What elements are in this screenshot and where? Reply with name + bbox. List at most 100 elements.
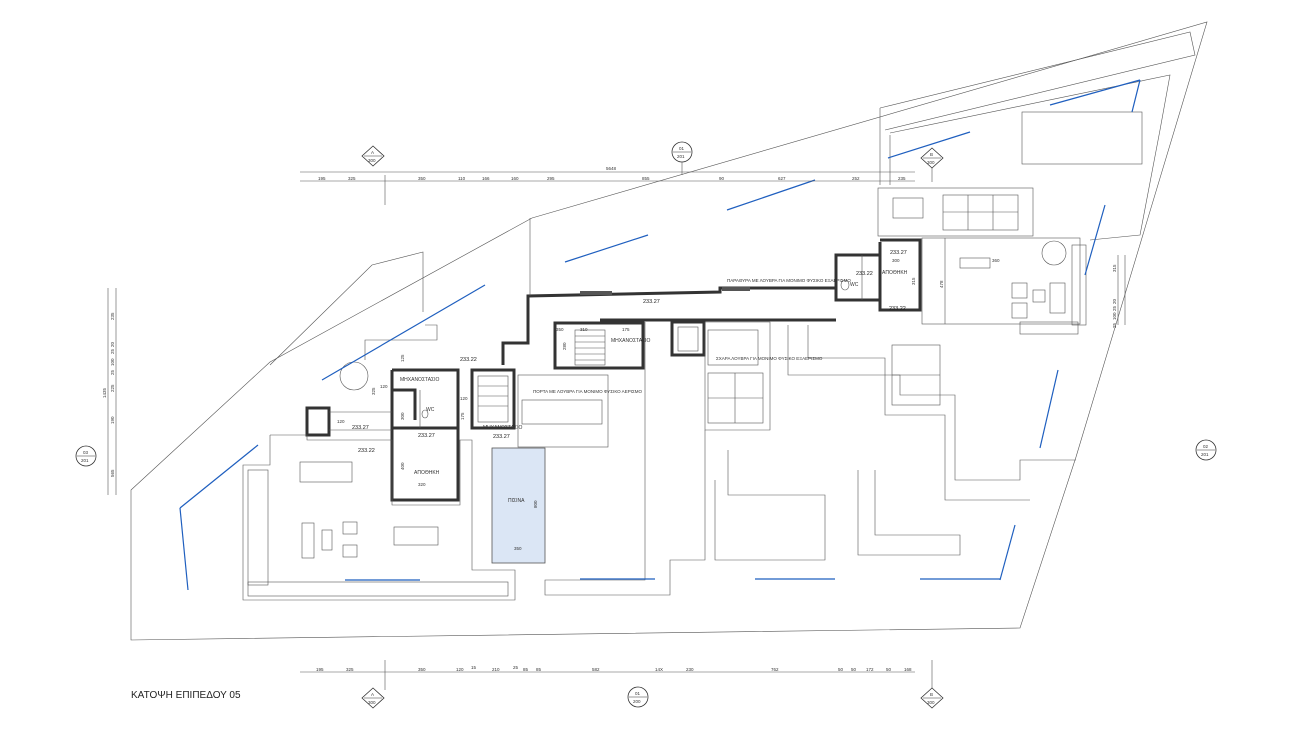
dim-label: 195	[318, 176, 326, 181]
dim-label: 195	[316, 667, 324, 672]
dim-label: 350	[556, 327, 564, 332]
dim-label: 90	[719, 176, 725, 181]
armchair-left	[342, 544, 358, 558]
dim-label: 325	[371, 387, 376, 395]
dim-label: 85	[536, 667, 542, 672]
terrace-block	[877, 187, 1034, 237]
wall-small-room	[305, 406, 331, 437]
room-label: WC	[850, 282, 859, 288]
wall-wc-left	[392, 388, 417, 420]
dim-label: 25	[110, 369, 115, 375]
section-marker-id: 03	[83, 450, 89, 455]
daybed	[892, 197, 924, 219]
section-marker-sheet: 300	[927, 160, 935, 165]
level-label: 233.27	[493, 434, 510, 440]
dim-label: 310	[580, 327, 588, 332]
dim-label: 120	[460, 396, 468, 401]
dim-label: 235	[110, 312, 115, 320]
site-offset-line	[889, 74, 1171, 241]
terrace-step-line	[787, 325, 1076, 481]
section-marker-id: B	[930, 152, 933, 157]
level-label: 233.27	[352, 425, 369, 431]
room-dimension-labels: 120 120 175 120 125 300 310 400 320 350 …	[337, 258, 1000, 551]
dim-label: 100	[110, 358, 115, 366]
lounge-set	[707, 329, 759, 366]
site-offset-line	[879, 31, 1196, 131]
terrace-step-line	[714, 450, 826, 561]
top-dimension-labels: 195 325 350 110 166 160 295 855 90 627 2…	[318, 166, 906, 181]
blue-line	[1131, 79, 1141, 113]
section-marker-id: 01	[679, 146, 685, 151]
blue-line	[726, 179, 816, 211]
dim-label: 15	[471, 665, 477, 670]
dim-label: 120	[380, 384, 388, 389]
dim-label: 25	[110, 348, 115, 354]
note-sxares: ΣΧΑΡΑ ΛΟΥΒΡΑ ΓΙΑ ΜΟΝΙΜΟ ΦΥΣΙΚΟ ΕΞΑΕΡΙΣΜΟ	[716, 356, 823, 361]
dim-label: 280	[562, 342, 567, 350]
dim-label: 800	[533, 500, 538, 508]
dim-label: 230	[686, 667, 694, 672]
blue-line	[1084, 204, 1106, 276]
level-label: 233.22	[856, 271, 873, 277]
note-portes: ΠΟΡΤΑ ΜΕ ΛΟΥΒΡΑ ΓΙΑ ΜΟΝΙΜΟ ΦΥΣΙΚΟ ΑΕΡΙΣΜ…	[533, 389, 642, 394]
dim-label: 762	[771, 667, 779, 672]
dim-label: 315	[911, 277, 916, 285]
dim-label: 300	[400, 412, 405, 420]
dim-label: 20	[110, 341, 115, 347]
level-label: 233.22	[358, 448, 375, 454]
site-boundary	[130, 21, 1208, 641]
terrace-step-line	[544, 322, 706, 596]
dim-label: 166	[482, 176, 490, 181]
section-marker: 02 201	[1195, 439, 1217, 461]
blue-line	[1049, 79, 1141, 106]
dim-label: 50	[838, 667, 844, 672]
section-marker-sheet: 300	[368, 158, 376, 163]
room-label: ΠΙΣΙΝΑ	[508, 498, 525, 504]
dim-label: 50	[886, 667, 892, 672]
level-label: 233.22	[460, 357, 477, 363]
dim-label: 14X	[655, 667, 663, 672]
site-offset-line	[364, 324, 438, 360]
dim-label: 360	[992, 258, 1000, 263]
dim-label: 315	[1112, 264, 1117, 272]
dim-label: 110	[458, 176, 466, 181]
terrace-mid-left	[517, 374, 609, 448]
dim-label: 582	[592, 667, 600, 672]
terrace-step-line	[807, 325, 1030, 501]
dim-label: 478	[939, 280, 944, 288]
dim-label: 252	[852, 176, 860, 181]
dim-label: 235	[898, 176, 906, 181]
swimming-pool	[491, 447, 546, 564]
dim-label: 855	[642, 176, 650, 181]
dining-table-left	[299, 461, 353, 483]
louver-window	[580, 291, 612, 295]
sofa	[1049, 282, 1066, 314]
bottom-dimension-labels: 195 325 350 120 15 210 25 85 85 582 14X …	[316, 665, 912, 672]
terrace-outline-left	[242, 434, 516, 601]
dim-total: 1435	[102, 387, 107, 398]
dim-label: 400	[400, 462, 405, 470]
dim-total: 5648	[606, 166, 617, 171]
dim-label: 295	[547, 176, 555, 181]
blue-line	[999, 524, 1016, 581]
terrace-right	[921, 237, 1081, 325]
armchair	[1011, 302, 1028, 319]
spiral-stair-right	[1041, 240, 1067, 266]
room-label: ΑΠΟΘΗΚΗ	[882, 270, 908, 276]
dim-label: 350	[514, 546, 522, 551]
armchair-left	[342, 521, 358, 535]
section-marker-sheet: 300	[368, 700, 376, 705]
coffee-table	[1032, 289, 1046, 303]
stair-core	[553, 321, 645, 370]
section-marker-id: A	[371, 150, 374, 155]
spiral-stair-left	[339, 361, 369, 391]
dim-label: 25	[1112, 305, 1117, 311]
section-marker-id: A	[371, 692, 374, 697]
dim-label: 100	[1112, 312, 1117, 320]
blue-line	[179, 444, 259, 509]
wc-fixture	[421, 409, 429, 419]
section-marker: A 300	[361, 687, 385, 709]
right-dimension-labels: 315 20 25 100 25	[1112, 264, 1117, 328]
stair-core-left	[470, 368, 516, 430]
room-label: ΑΠΟΘΗΚΗ	[414, 470, 440, 476]
